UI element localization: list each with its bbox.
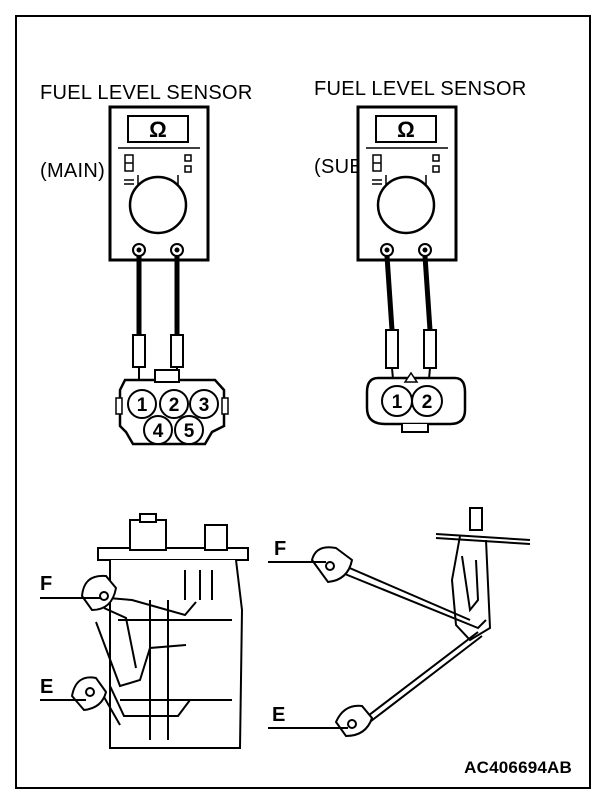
sub-sensor-title: FUEL LEVEL SENSOR (SUB) [314,24,527,206]
main-sensor-title-line2: (MAIN) [40,160,106,182]
sub-sensor-title-line1: FUEL LEVEL SENSOR [314,78,527,100]
test-leads-sub [384,255,437,391]
label-f-sub: F [274,538,287,560]
main-sensor-title: FUEL LEVEL SENSOR (MAIN) [40,28,253,210]
ohmmeter-main: Ω [108,105,210,262]
pin-4-main: 4 [153,421,164,442]
pin-1-sub: 1 [392,392,403,413]
label-e-sub: E [272,704,286,726]
connector-main: 1 2 3 4 5 [115,369,229,446]
pin-5-main: 5 [184,421,195,442]
label-f-main: F [40,573,53,595]
pin-1-main: 1 [137,395,148,416]
ohm-symbol-main: Ω [149,117,167,142]
pin-3-main: 3 [199,395,210,416]
pin-2-sub: 2 [422,392,433,413]
fuel-level-sensor-sub-unit [310,507,531,738]
ohm-symbol-sub: Ω [397,117,415,142]
label-e-main: E [40,676,54,698]
main-sensor-title-line1: FUEL LEVEL SENSOR [40,82,253,104]
pin-2-main: 2 [169,395,180,416]
reference-code: AC406694AB [464,758,572,777]
sub-sensor-title-line2: (SUB) [314,156,370,178]
fuel-pump-module-main [70,513,249,749]
connector-sub: 1 2 [365,371,467,433]
ohmmeter-sub: Ω [356,105,458,262]
